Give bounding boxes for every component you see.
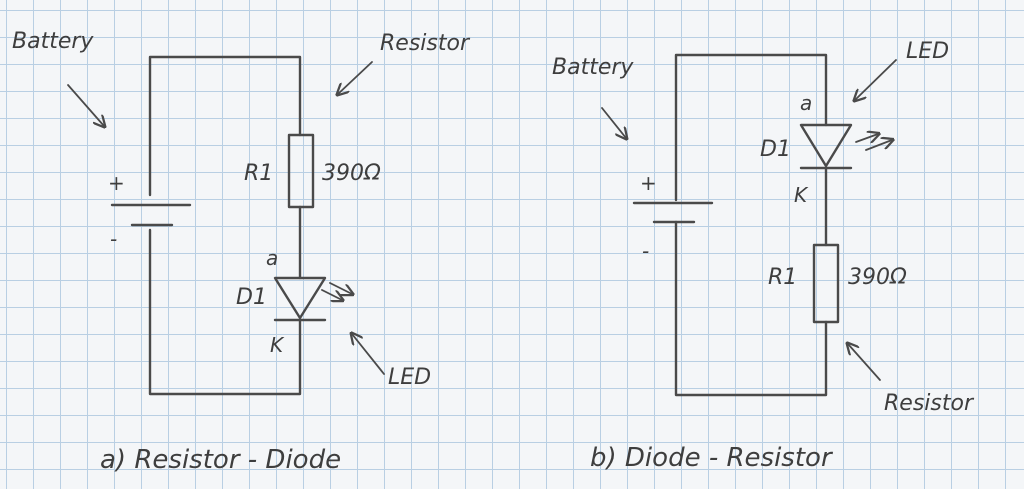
resistor-ref-b: R1 bbox=[768, 265, 797, 290]
resistor-value-a: 390Ω bbox=[322, 161, 381, 186]
battery-minus-a: - bbox=[110, 227, 117, 251]
resistor-callout-a: Resistor bbox=[380, 31, 471, 56]
led-symbol-a bbox=[273, 276, 352, 322]
diode-ref-a: D1 bbox=[236, 285, 267, 310]
wire-a-loop bbox=[148, 55, 302, 396]
battery-arrow-a bbox=[67, 84, 104, 126]
resistor-callout-b: Resistor bbox=[884, 391, 975, 416]
led-symbol-b bbox=[799, 123, 892, 170]
resistor-symbol-a bbox=[287, 133, 315, 209]
circuit-b: + - Battery LED a D1 K R1 390Ω Resistor … bbox=[552, 39, 975, 473]
cathode-label-b: K bbox=[794, 183, 809, 207]
battery-symbol-b bbox=[632, 201, 714, 224]
battery-plus-b: + bbox=[640, 171, 657, 195]
diode-ref-b: D1 bbox=[760, 137, 791, 162]
anode-label-b: a bbox=[800, 91, 812, 115]
led-arrow-a bbox=[352, 334, 385, 375]
resistor-symbol-b bbox=[812, 243, 840, 324]
battery-minus-b: - bbox=[642, 239, 649, 263]
led-callout-b: LED bbox=[906, 39, 949, 64]
circuit-a: + - Battery R1 390Ω Resistor a D1 K LED … bbox=[12, 29, 471, 475]
resistor-ref-a: R1 bbox=[244, 161, 273, 186]
cathode-label-a: K bbox=[270, 333, 285, 357]
caption-a: a) Resistor - Diode bbox=[100, 445, 341, 475]
led-callout-a: LED bbox=[388, 365, 431, 390]
resistor-value-b: 390Ω bbox=[848, 265, 907, 290]
battery-label-b: Battery bbox=[552, 55, 634, 80]
battery-arrow-b bbox=[601, 107, 626, 138]
resistor-arrow-a bbox=[338, 61, 373, 94]
wire-b-loop bbox=[674, 53, 828, 397]
anode-label-a: a bbox=[266, 246, 278, 270]
led-arrow-b bbox=[855, 59, 897, 100]
caption-b: b) Diode - Resistor bbox=[590, 443, 834, 473]
battery-plus-a: + bbox=[108, 171, 125, 195]
battery-symbol-a bbox=[110, 203, 192, 227]
resistor-arrow-b bbox=[848, 344, 881, 381]
battery-label-a: Battery bbox=[12, 29, 94, 54]
